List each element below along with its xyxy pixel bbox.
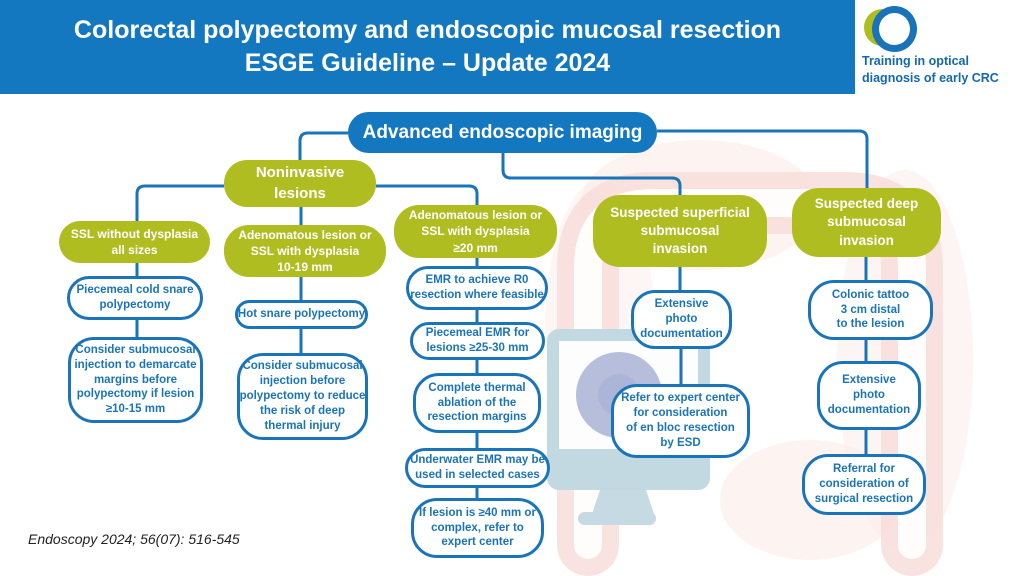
step-colonic-tattoo-label: Colonic tattoo 3 cm distal to the lesion	[831, 288, 910, 331]
step-hot-snare-label: Hot snare polypectomy	[237, 308, 366, 321]
step-lesion-40mm-refer: If lesion is ≥40 mm or complex, refer to…	[411, 498, 544, 558]
step-extensive-photo-deep: Extensive photo documentation	[817, 361, 921, 430]
logo-text-line1: Training in optical	[862, 54, 969, 68]
step-thermal-ablation-label: Complete thermal ablation of the resecti…	[427, 381, 527, 424]
adenomatous-20mm-label: Adenomatous lesion or SSL with dysplasia…	[408, 208, 543, 255]
step-piecemeal-emr-label: Piecemeal EMR for lesions ≥25-30 mm	[425, 327, 530, 354]
root-node-label: Advanced endoscopic imaging	[362, 121, 643, 143]
step-lesion-40mm-refer-label: If lesion is ≥40 mm or complex, refer to…	[419, 506, 536, 549]
ssl-without-dysplasia-node: SSL without dysplasia all sizes	[59, 221, 210, 263]
step-piecemeal-emr: Piecemeal EMR for lesions ≥25-30 mm	[410, 322, 545, 360]
logo-text: Training in optical diagnosis of early C…	[862, 53, 1022, 88]
suspected-superficial-label: Suspected superficial submucosal invasio…	[610, 204, 750, 257]
suspected-superficial-node: Suspected superficial submucosal invasio…	[593, 195, 767, 267]
header-title-line1: Colorectal polypectomy and endoscopic mu…	[73, 16, 782, 44]
step-underwater-emr-label: Underwater EMR may be used in selected c…	[410, 454, 545, 481]
step-colonic-tattoo: Colonic tattoo 3 cm distal to the lesion	[808, 280, 933, 340]
adenomatous-10-19-label: Adenomatous lesion or SSL with dysplasia…	[238, 227, 372, 275]
step-referral-surgical: Referral for consideration of surgical r…	[802, 454, 926, 515]
logo-text-line2: diagnosis of early CRC	[862, 71, 999, 86]
noninvasive-lesions-label: Noninvasive lesions	[255, 164, 345, 202]
step-piecemeal-cold-snare-label: Piecemeal cold snare polypectomy	[76, 284, 194, 311]
step-consider-injection-thermal: Consider submucosal injection before pol…	[237, 353, 368, 440]
step-hot-snare: Hot snare polypectomy	[235, 300, 368, 329]
adenomatous-10-19-node: Adenomatous lesion or SSL with dysplasia…	[224, 225, 386, 277]
step-refer-esd-label: Refer to expert center for consideration…	[621, 392, 740, 449]
step-thermal-ablation: Complete thermal ablation of the resecti…	[413, 373, 541, 433]
logo-ring-o-icon	[872, 6, 917, 52]
suspected-deep-node: Suspected deep submucosal invasion	[792, 188, 941, 257]
step-underwater-emr: Underwater EMR may be used in selected c…	[405, 448, 550, 488]
step-piecemeal-cold-snare: Piecemeal cold snare polypectomy	[67, 276, 203, 320]
flowchart-root-node: Advanced endoscopic imaging	[348, 112, 657, 153]
adenomatous-20mm-node: Adenomatous lesion or SSL with dysplasia…	[394, 205, 557, 258]
step-consider-injection-thermal-label: Consider submucosal injection before pol…	[239, 360, 366, 432]
suspected-deep-label: Suspected deep submucosal invasion	[814, 196, 919, 248]
header-banner: Colorectal polypectomy and endoscopic mu…	[0, 0, 855, 94]
step-emr-r0-label: EMR to achieve R0 resection where feasib…	[410, 274, 544, 301]
step-consider-injection-demarcate-label: Consider submucosal injection to demarca…	[74, 343, 197, 416]
step-consider-injection-demarcate: Consider submucosal injection to demarca…	[68, 337, 203, 423]
step-extensive-photo-superficial: Extensive photo documentation	[631, 290, 732, 349]
header-title-line2: ESGE Guideline – Update 2024	[244, 48, 611, 77]
step-emr-r0: EMR to achieve R0 resection where feasib…	[406, 266, 548, 310]
ssl-without-dysplasia-label: SSL without dysplasia all sizes	[70, 226, 199, 257]
step-extensive-photo-deep-label: Extensive photo documentation	[827, 374, 911, 416]
step-refer-esd: Refer to expert center for consideration…	[611, 384, 750, 458]
step-extensive-photo-superficial-label: Extensive photo documentation	[640, 298, 723, 340]
step-referral-surgical-label: Referral for consideration of surgical r…	[814, 463, 914, 505]
noninvasive-lesions-node: Noninvasive lesions	[224, 160, 376, 207]
citation-text: Endoscopy 2024; 56(07): 516-545	[28, 531, 240, 547]
